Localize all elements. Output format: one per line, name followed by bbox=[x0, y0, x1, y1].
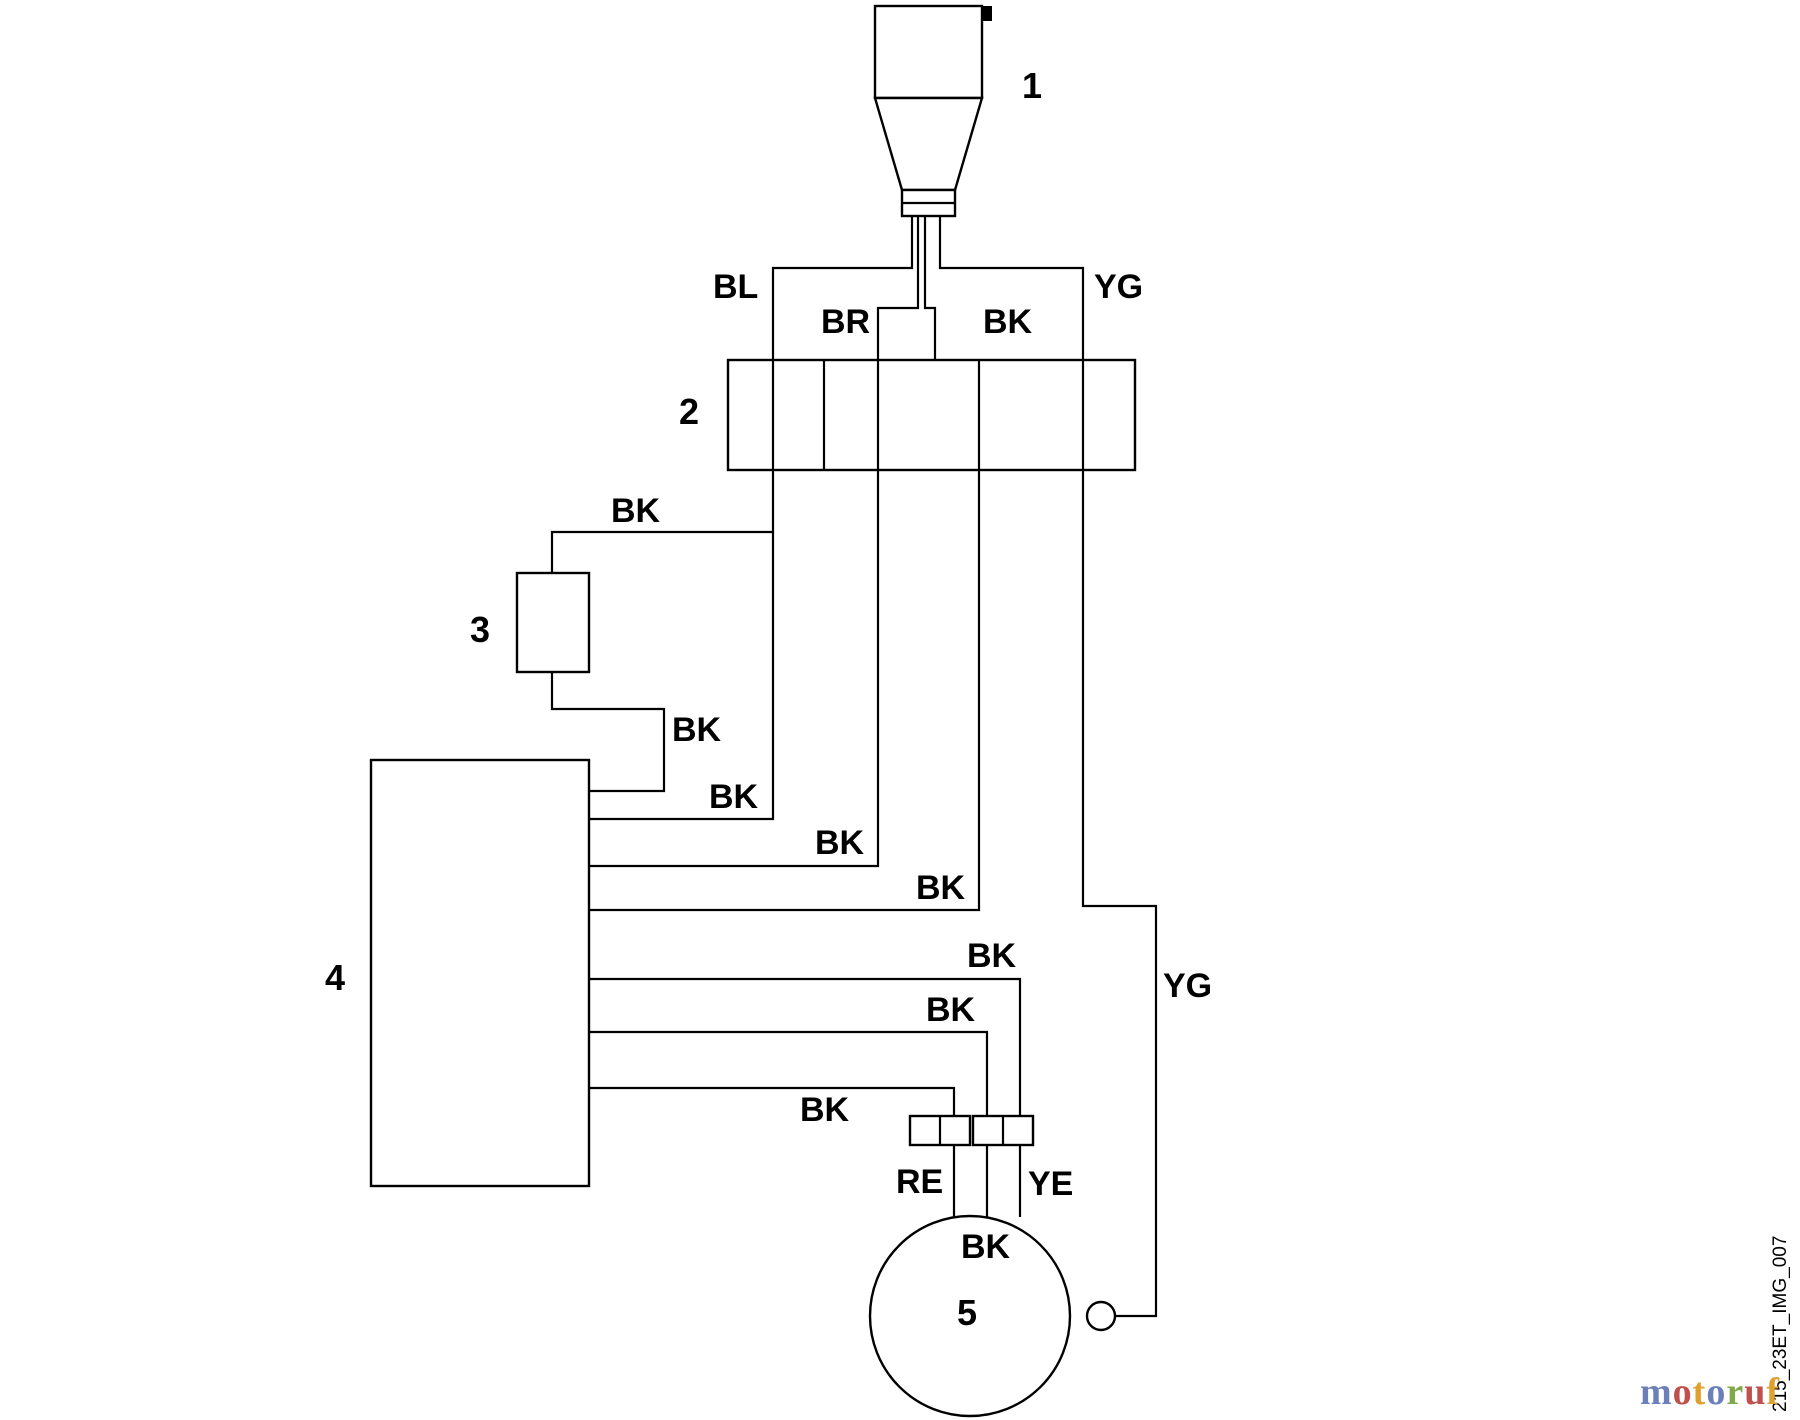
logo-letter: u bbox=[1744, 1371, 1767, 1413]
wire-label-bk-ctrl-2: BK bbox=[815, 824, 865, 862]
plug-cable bbox=[771, 216, 1085, 360]
wire-label-yg-top: YG bbox=[1094, 268, 1143, 306]
controller-number: 4 bbox=[325, 957, 345, 998]
motoruf-logo: motoruf bbox=[1640, 1370, 1780, 1414]
logo-letter: o bbox=[1672, 1371, 1693, 1413]
lower-wires bbox=[550, 470, 1158, 1318]
wire-label-bk-ctrl-6: BK bbox=[800, 1091, 850, 1129]
wire-label-bk-cap-bottom: BK bbox=[672, 711, 722, 749]
wire-label-bk-motor: BK bbox=[961, 1228, 1011, 1266]
wire-label-bk-ctrl-3: BK bbox=[916, 869, 966, 907]
motor bbox=[868, 1214, 1117, 1418]
wire-label-bl: BL bbox=[713, 268, 758, 306]
wire-label-bk-cap-top: BK bbox=[611, 492, 661, 530]
logo-letter: r bbox=[1726, 1371, 1745, 1413]
logo-letter: t bbox=[1692, 1371, 1707, 1413]
wire-label-bk-ctrl-1: BK bbox=[709, 778, 759, 816]
switch-block bbox=[726, 358, 1137, 472]
capacitor-number: 3 bbox=[470, 609, 490, 650]
motor-number: 5 bbox=[957, 1292, 977, 1333]
wire-label-bk-top: BK bbox=[983, 303, 1033, 341]
logo-letter: f bbox=[1766, 1371, 1780, 1413]
logo-letter: m bbox=[1640, 1371, 1673, 1413]
capacitor bbox=[515, 571, 591, 674]
plug-number: 1 bbox=[1022, 65, 1042, 106]
wire-label-yg-ground: YG bbox=[1163, 967, 1212, 1005]
controller-box bbox=[369, 758, 591, 1188]
switch-through-wires bbox=[771, 360, 1085, 470]
wire-label-bk-ctrl-5: BK bbox=[926, 991, 976, 1029]
wire-label-re: RE bbox=[896, 1163, 943, 1201]
logo-letter: o bbox=[1706, 1371, 1727, 1413]
switch-number: 2 bbox=[679, 391, 699, 432]
motor-connectors bbox=[908, 1114, 1035, 1147]
wire-label-br: BR bbox=[821, 303, 870, 341]
wire-label-bk-ctrl-4: BK bbox=[967, 937, 1017, 975]
mains-plug bbox=[873, 4, 992, 218]
wire-label-ye: YE bbox=[1028, 1165, 1073, 1203]
